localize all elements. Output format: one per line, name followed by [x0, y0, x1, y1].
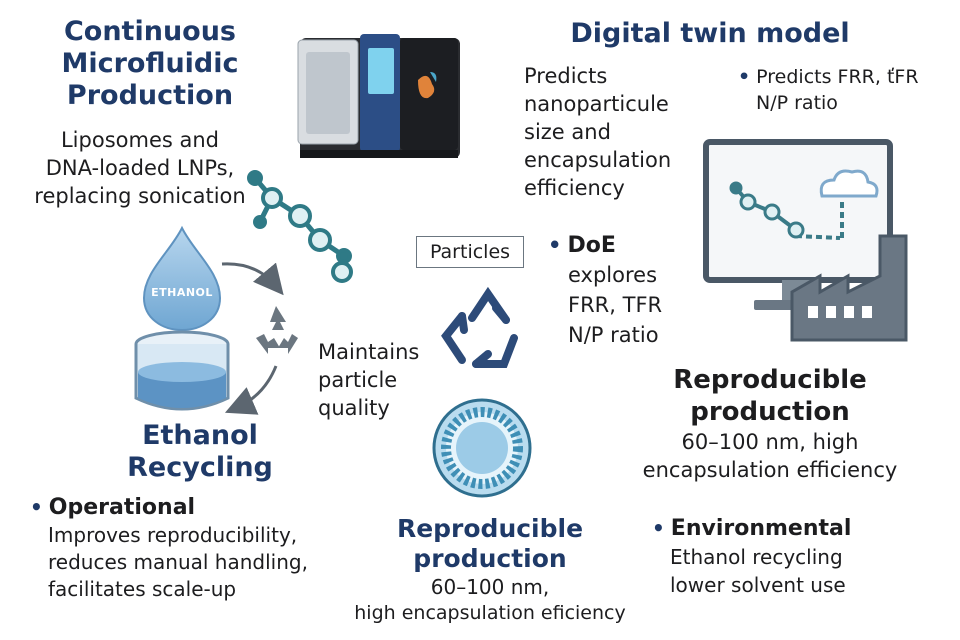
bullet-dot-icon: • [738, 66, 751, 88]
ethanol-drop-icon [142, 225, 222, 332]
ethanol-drop-label: ETHANOL [151, 286, 213, 299]
ethanol-container-icon [134, 330, 230, 411]
operational-line: Improves reproducibility, [48, 523, 298, 547]
operational-line: facilitates scale-up [48, 577, 237, 601]
operational-heading: Operational [48, 495, 196, 520]
bullet-dot-icon: • [652, 516, 665, 540]
factory-icon [790, 234, 908, 342]
arrow-drop-to-recycle [221, 262, 284, 296]
reproducible-line: 60–100 nm, high [681, 430, 859, 454]
doe-block: •DoE explores FRR, TFR N/P ratio [548, 230, 708, 350]
operational-line: reduces manual handling, [48, 550, 308, 574]
doe-line: N/P ratio [568, 323, 659, 347]
doe-line: FRR, TFR [568, 293, 663, 317]
digital-twin-description: Predicts nanoparticule size and encapsul… [524, 62, 714, 202]
particles-label: Particles [416, 236, 524, 268]
reproducible-title-line: production [690, 397, 850, 427]
maintains-quality-text: Maintains particle quality [318, 338, 448, 422]
operational-block: •Operational Improves reproducibility, r… [30, 494, 350, 603]
small-recycle-icon [256, 306, 298, 354]
doe-heading: DoE [567, 233, 616, 258]
environmental-block: •Environmental Ethanol recycling lower s… [652, 514, 942, 599]
digital-twin-title: Digital twin model [570, 18, 850, 49]
description-line: DNA-loaded LNPs, [45, 156, 235, 180]
reproducible-title-line: Reproducible [396, 514, 584, 543]
ethanol-title-line: Ethanol [142, 420, 258, 451]
arrow-recycle-to-container [224, 365, 278, 415]
cloud-icon [819, 169, 879, 198]
description-line: nanoparticule [524, 92, 669, 116]
environmental-line: lower solvent use [670, 573, 846, 597]
microfluidic-title-line: Production [66, 80, 234, 111]
bullet-line: N/P ratio [756, 92, 838, 114]
reproducible-line: encapsulation efficiency [642, 458, 898, 482]
description-line: size and [524, 120, 611, 144]
doe-line: explores [568, 263, 658, 287]
ethanol-title-line: Recycling [127, 452, 273, 483]
digital-twin-bullet: •Predicts FRR, ťFR N/P ratio [738, 64, 950, 116]
microfluidic-instrument-icon [297, 34, 460, 158]
bullet-dot-icon: • [30, 495, 43, 519]
maintains-line: Maintains [318, 340, 420, 364]
bullet-dot-icon: • [548, 233, 562, 257]
environmental-line: Ethanol recycling [670, 545, 843, 569]
large-recycle-icon [441, 286, 518, 368]
microfluidic-title-line: Continuous [63, 16, 237, 47]
reproducible-production-right: Reproducible production 60–100 nm, high … [600, 364, 940, 484]
reproducible-title-line: production [413, 544, 567, 573]
reproducible-production-center: Reproducible production 60–100 nm, high … [330, 514, 650, 626]
microfluidic-title: Continuous Microfluidic Production [40, 16, 260, 112]
reproducible-title-line: Reproducible [673, 365, 867, 395]
ethanol-recycling-title: Ethanol Recycling [100, 420, 300, 484]
maintains-line: particle [318, 368, 398, 392]
description-line: encapsulation [524, 148, 672, 172]
environmental-heading: Environmental [670, 516, 852, 541]
reproducible-line: 60–100 nm, [430, 575, 550, 599]
description-line: replacing sonication [34, 184, 246, 208]
reproducible-line: high encapsulation eficiency [354, 602, 626, 624]
description-line: efficiency [524, 176, 625, 200]
description-line: Predicts [524, 64, 608, 88]
liposome-icon [432, 398, 532, 498]
bullet-line: Predicts FRR, ťFR [756, 66, 919, 88]
maintains-line: quality [318, 396, 390, 420]
description-line: Liposomes and [60, 128, 219, 152]
microfluidic-description: Liposomes and DNA-loaded LNPs, replacing… [20, 126, 260, 210]
microfluidic-title-line: Microfluidic [61, 48, 239, 79]
